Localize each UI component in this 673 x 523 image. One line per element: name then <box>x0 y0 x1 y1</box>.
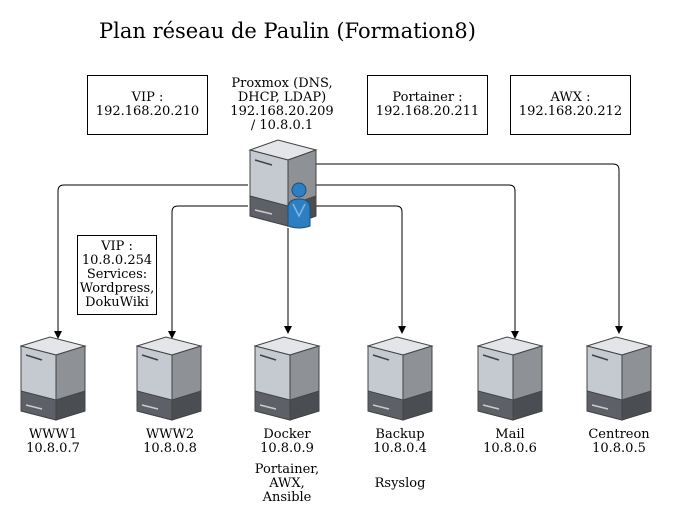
link-www1 <box>54 184 248 339</box>
vip-www-text: VIP : 10.8.0.254 Services: Wordpress, Do… <box>79 239 155 310</box>
docker-services: Portainer, AWX, Ansible <box>254 462 320 505</box>
backup-services: Rsyslog <box>374 476 426 491</box>
centreon-name: Centreon <box>588 427 650 442</box>
link-www2 <box>168 205 248 339</box>
mail-name: Mail <box>495 427 525 442</box>
docker-name: Docker <box>263 427 311 442</box>
awx-text: AWX : 192.168.20.212 <box>518 90 623 119</box>
www1-ip: 10.8.0.7 <box>26 441 80 456</box>
portainer-text: Portainer : 192.168.20.211 <box>375 90 480 119</box>
portainer-box: Portainer : 192.168.20.211 <box>367 75 488 135</box>
link-mail <box>316 184 519 339</box>
docker-ip: 10.8.0.9 <box>260 441 314 456</box>
link-centreon <box>316 163 623 334</box>
mail-server-icon <box>477 336 544 421</box>
backup-name: Backup <box>375 427 425 442</box>
www2-server-icon <box>136 336 203 421</box>
diagram-title: Plan réseau de Paulin (Formation8) <box>99 19 476 43</box>
www1-server-icon <box>20 336 87 421</box>
mail-ip: 10.8.0.6 <box>483 441 537 456</box>
www1-name: WWW1 <box>28 427 78 442</box>
www2-name: WWW2 <box>145 427 195 442</box>
link-backup <box>316 205 406 334</box>
proxmox-label: Proxmox (DNS, DHCP, LDAP) 192.168.20.209… <box>230 76 334 133</box>
awx-box: AWX : 192.168.20.212 <box>510 75 631 135</box>
www2-ip: 10.8.0.8 <box>143 441 197 456</box>
vip-proxmox-text: VIP : 192.168.20.210 <box>95 90 200 119</box>
user-icon <box>287 182 311 229</box>
backup-ip: 10.8.0.4 <box>373 441 427 456</box>
centreon-ip: 10.8.0.5 <box>592 441 646 456</box>
docker-server-icon <box>254 336 321 421</box>
vip-www-box: VIP : 10.8.0.254 Services: Wordpress, Do… <box>77 235 157 315</box>
vip-proxmox-box: VIP : 192.168.20.210 <box>87 75 208 135</box>
proxmox-server-icon <box>248 139 318 229</box>
centreon-server-icon <box>586 336 653 421</box>
backup-server-icon <box>367 336 434 421</box>
